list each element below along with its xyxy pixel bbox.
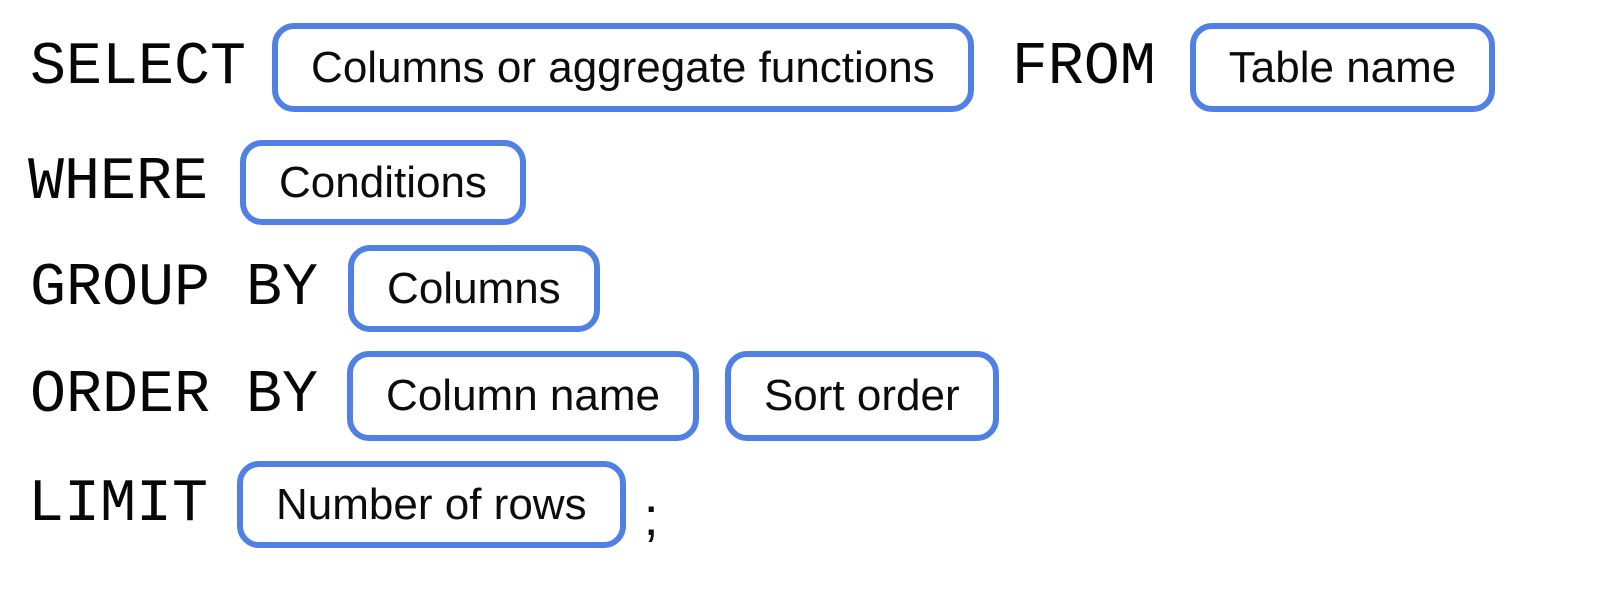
- sql-keyword-where: WHERE: [28, 148, 209, 217]
- placeholder-box-columns: Columns: [348, 245, 600, 332]
- syntax-row-group-by: GROUP BY Columns: [30, 245, 600, 332]
- syntax-row-where: WHERE Conditions: [28, 140, 526, 225]
- placeholder-box-number-of-rows: Number of rows: [237, 461, 626, 548]
- placeholder-box-columns-or-aggregate-functions: Columns or aggregate functions: [272, 23, 974, 112]
- placeholder-box-column-name: Column name: [347, 351, 699, 441]
- placeholder-label: Column name: [386, 371, 660, 420]
- placeholder-label: Number of rows: [276, 479, 587, 529]
- sql-keyword-from: FROM: [1011, 33, 1156, 102]
- sql-keyword-select: SELECT: [30, 33, 247, 102]
- statement-terminator-semicolon: ;: [643, 486, 659, 547]
- syntax-row-order-by: ORDER BY Column name Sort order: [30, 351, 999, 441]
- placeholder-label: Sort order: [763, 371, 960, 420]
- sql-keyword-group-by: GROUP BY: [30, 254, 319, 323]
- sql-keyword-limit: LIMIT: [28, 470, 209, 539]
- placeholder-box-sort-order: Sort order: [724, 351, 999, 441]
- placeholder-box-conditions: Conditions: [240, 140, 526, 225]
- syntax-row-select: SELECT Columns or aggregate functions FR…: [30, 23, 1496, 112]
- placeholder-label: Columns: [387, 263, 561, 313]
- syntax-row-limit: LIMIT Number of rows ;: [28, 461, 659, 548]
- placeholder-label: Table name: [1228, 42, 1457, 92]
- placeholder-box-table-name: Table name: [1189, 23, 1496, 112]
- sql-keyword-order-by: ORDER BY: [30, 362, 319, 430]
- placeholder-label: Conditions: [279, 157, 487, 207]
- placeholder-label: Columns or aggregate functions: [311, 42, 935, 92]
